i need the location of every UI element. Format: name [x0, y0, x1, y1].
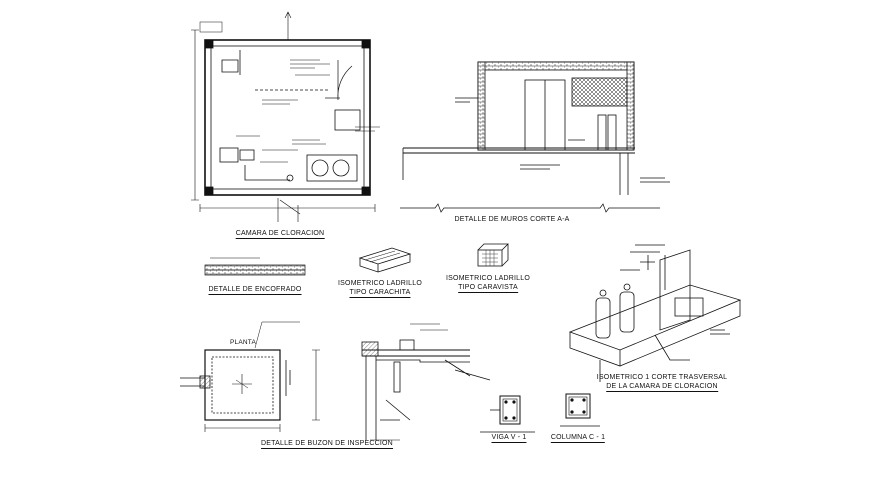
- title-encofrado: DETALLE DE ENCOFRADO: [208, 286, 302, 295]
- title-planta: PLANTA: [229, 339, 257, 346]
- title-ladrillo-1b: TIPO CARACHITA: [349, 289, 411, 298]
- columna-detail: [560, 393, 600, 427]
- isometrico-corte: [568, 244, 742, 382]
- title-columna: COLUMNA C - 1: [550, 434, 606, 443]
- encofrado-detail: [204, 257, 306, 276]
- camara-plan: [191, 11, 376, 222]
- muros-section: [400, 61, 670, 213]
- title-isometrico-corte-1: ISOMETRICO 1 CORTE TRASVERSAL: [596, 374, 728, 381]
- buzon-section: [361, 323, 491, 441]
- ladrillo-carachita: [358, 247, 412, 273]
- title-muros: DETALLE DE MUROS CORTE A-A: [454, 216, 570, 223]
- title-isometrico-corte-2: DE LA CAMARA DE CLORACION: [606, 383, 718, 392]
- buzon-plan: [180, 321, 320, 432]
- viga-detail: [480, 395, 535, 433]
- ladrillo-caravista: [477, 243, 509, 267]
- title-ladrillo-2b: TIPO CARAVISTA: [458, 284, 518, 293]
- title-camara: CAMARA DE CLORACION: [235, 230, 325, 239]
- title-buzon: DETALLE DE BUZON DE INSPECCION: [261, 440, 393, 449]
- title-ladrillo-2: ISOMETRICO LADRILLO: [446, 275, 530, 282]
- title-ladrillo-1: ISOMETRICO LADRILLO: [338, 280, 422, 287]
- title-viga: VIGA V - 1: [491, 434, 527, 443]
